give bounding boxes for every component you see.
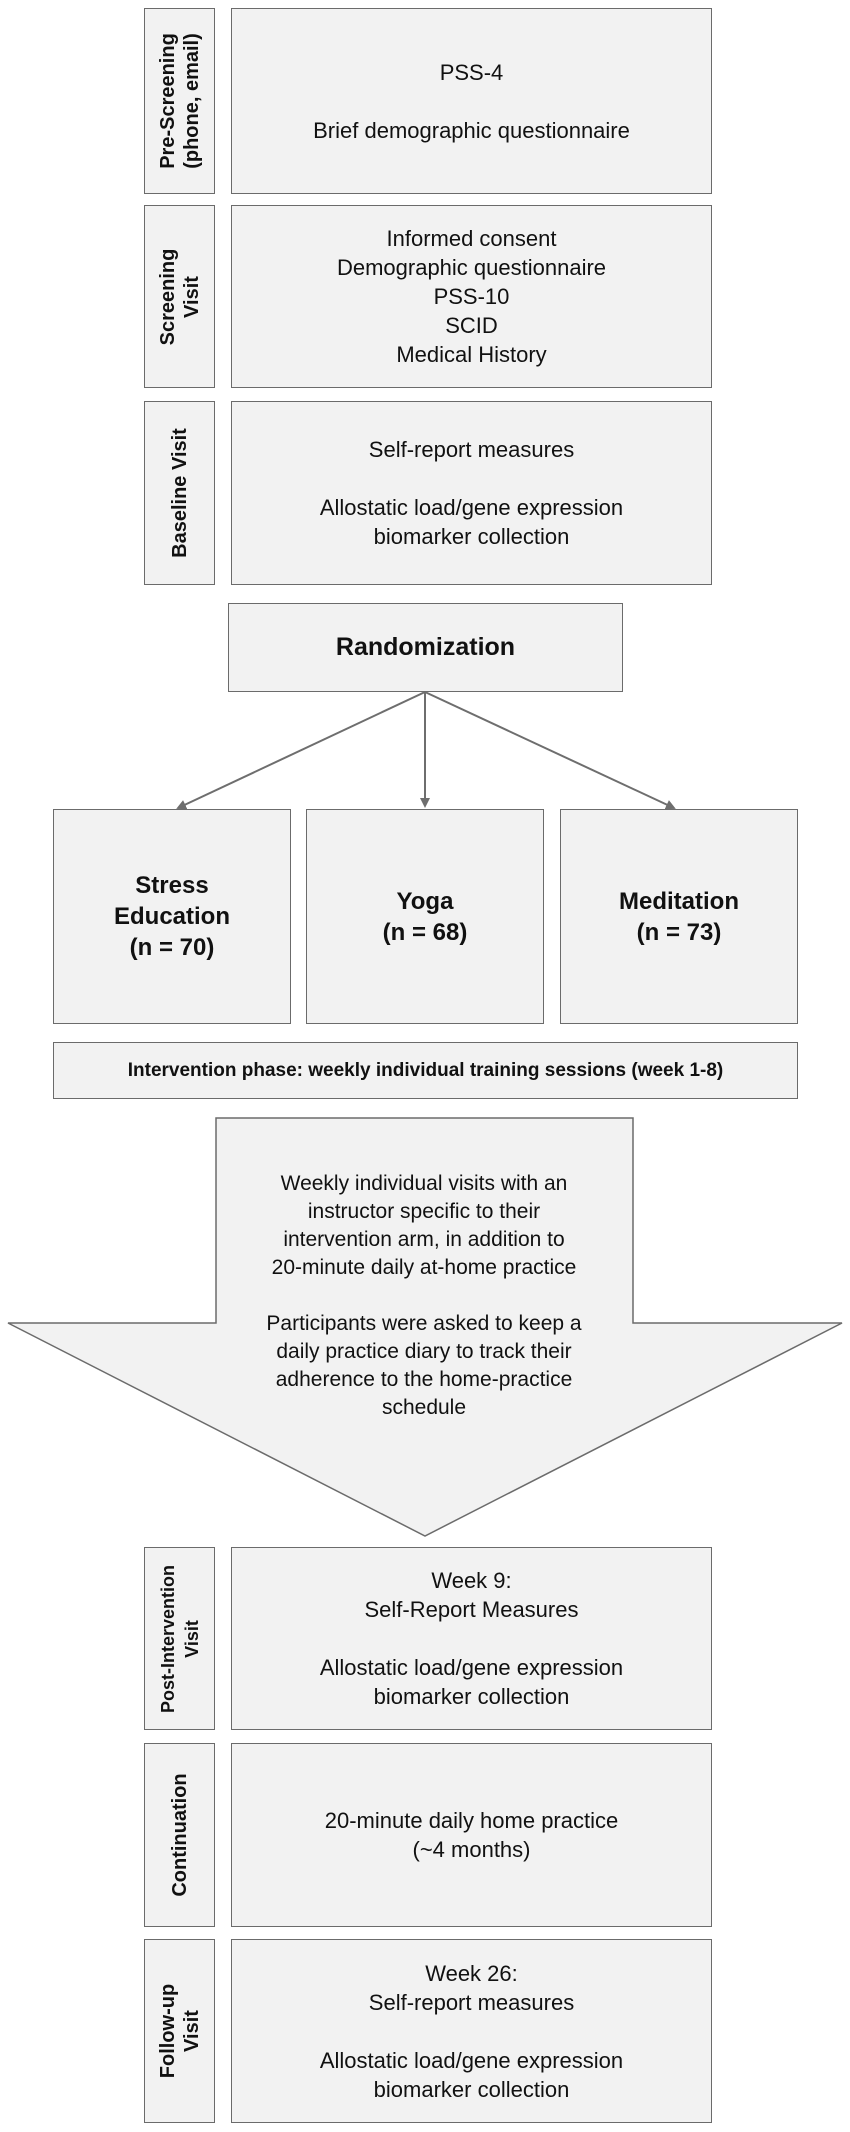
intervention-phase-banner: Intervention phase: weekly individual tr… [53, 1042, 798, 1099]
post-intervention-box: Week 9: Self-Report Measures Allostatic … [231, 1547, 712, 1730]
arm-yoga: Yoga (n = 68) [306, 809, 544, 1024]
stage-label-text: Post-Intervention Visit [157, 1564, 202, 1713]
stage-label-text: Follow-up Visit [156, 1983, 203, 2079]
stage-label-baseline: Baseline Visit [144, 401, 215, 585]
randomization-box: Randomization [228, 603, 623, 692]
stage-label-continuation: Continuation [144, 1743, 215, 1927]
stage-label-text: Screening Visit [156, 248, 203, 345]
stage-label-text: Baseline Visit [168, 428, 191, 558]
stage-label-screening: Screening Visit [144, 205, 215, 388]
arrow-to-meditation [424, 691, 676, 810]
arm-meditation: Meditation (n = 73) [560, 809, 798, 1024]
stage-label-pre-screening: Pre-Screening (phone, email) [144, 8, 215, 194]
stage-label-follow-up: Follow-up Visit [144, 1939, 215, 2123]
baseline-box: Self-report measures Allostatic load/gen… [231, 401, 712, 585]
arm-stress-education: Stress Education (n = 70) [53, 809, 291, 1024]
pre-screening-box: PSS-4 Brief demographic questionnaire [231, 8, 712, 194]
follow-up-box: Week 26: Self-report measures Allostatic… [231, 1939, 712, 2123]
intervention-description: Weekly individual visits with an instruc… [266, 1172, 582, 1419]
stage-label-text: Continuation [168, 1773, 191, 1897]
screening-box: Informed consent Demographic questionnai… [231, 205, 712, 388]
arrow-to-stress-education [176, 691, 426, 810]
stage-label-post-intervention: Post-Intervention Visit [144, 1547, 215, 1730]
intervention-chevron [7, 1117, 843, 1537]
stage-label-text: Pre-Screening (phone, email) [156, 33, 203, 169]
continuation-box: 20-minute daily home practice (~4 months… [231, 1743, 712, 1927]
